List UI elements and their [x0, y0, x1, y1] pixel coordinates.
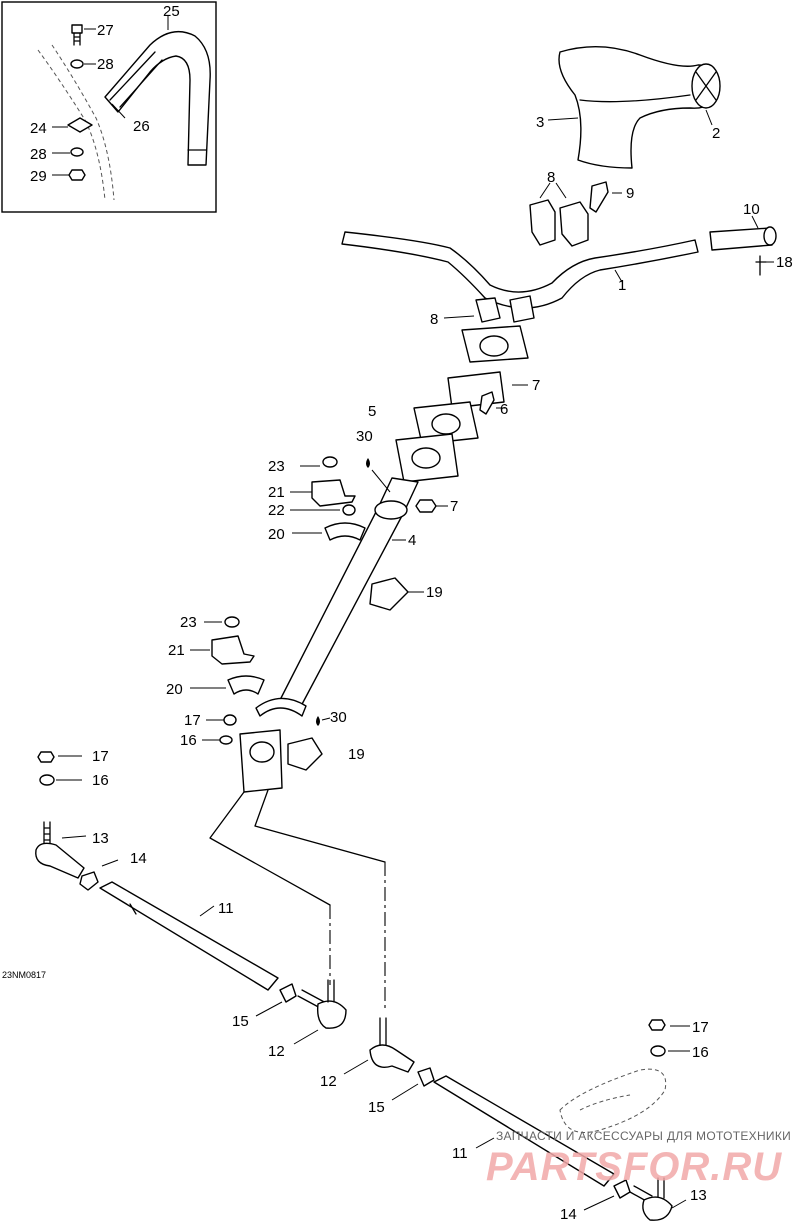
tie-rod-11-left	[99, 881, 279, 991]
callout-11-left: 11	[218, 900, 234, 917]
callout-11-right: 11	[452, 1145, 468, 1162]
tie-rod-end-12-left	[316, 1000, 347, 1029]
callout-21-lower: 21	[168, 642, 185, 659]
callout-8-bottom: 8	[430, 311, 438, 328]
clamp-21-upper	[311, 479, 356, 507]
nut-23-lower	[224, 616, 240, 628]
nut-23-upper	[322, 456, 338, 468]
callout-4: 4	[408, 532, 416, 549]
callout-16-mid: 16	[180, 732, 197, 749]
callout-17-left: 17	[92, 748, 109, 765]
callout-23-upper: 23	[268, 458, 285, 475]
callout-2: 2	[712, 125, 720, 142]
callout-20-upper: 20	[268, 526, 285, 543]
callout-18: 18	[776, 254, 793, 271]
callout-15-left: 15	[232, 1013, 249, 1030]
grip	[709, 227, 773, 251]
callout-1: 1	[618, 277, 626, 294]
callout-24: 24	[30, 120, 47, 137]
callout-12-right: 12	[320, 1073, 337, 1090]
callout-12-left: 12	[268, 1043, 285, 1060]
bushing-19-lower	[287, 737, 323, 771]
callout-5: 5	[368, 403, 376, 420]
watermark-logo: PARTSFOR.RU	[486, 1145, 782, 1189]
callout-25: 25	[163, 3, 180, 20]
clamp-21-lower	[211, 635, 255, 665]
callout-19-lower: 19	[348, 746, 365, 763]
callout-15-right: 15	[368, 1099, 385, 1116]
callout-14-right: 14	[560, 1206, 577, 1223]
callout-28-top: 28	[97, 56, 114, 73]
callout-29: 29	[30, 168, 47, 185]
upper-clamps	[529, 181, 622, 247]
callout-6: 6	[500, 401, 508, 418]
callout-21-upper: 21	[268, 484, 285, 501]
clamp-24	[67, 117, 93, 133]
callout-27: 27	[97, 22, 114, 39]
watermark: ЗАПЧАСТИ И АКСЕССУАРЫ ДЛЯ МОТОТЕХНИКИ PA…	[486, 1129, 791, 1189]
lower-bushing-set	[190, 616, 331, 793]
callout-7-lower: 7	[450, 498, 458, 515]
bushing-20-lower	[227, 675, 265, 695]
right-tie-rod	[343, 1017, 690, 1221]
callout-30-lower: 30	[330, 709, 347, 726]
callout-13-right: 13	[690, 1187, 707, 1204]
callout-14-left: 14	[130, 850, 147, 867]
watermark-caption: ЗАПЧАСТИ И АКСЕССУАРЫ ДЛЯ МОТОТЕХНИКИ	[496, 1129, 791, 1143]
handlebar	[341, 215, 777, 309]
callout-22: 22	[268, 502, 285, 519]
bolt-9	[589, 181, 609, 213]
nut-7	[415, 499, 437, 513]
callout-16-left: 16	[92, 772, 109, 789]
steering-arm	[209, 789, 386, 1010]
callout-30-upper: 30	[356, 428, 373, 445]
callout-labels: 25 27 28 24 26 28 29 3 2 8 9 10 18 1 8 7…	[30, 3, 793, 1223]
bolt-27	[71, 24, 83, 46]
tie-rod-end-13-right	[642, 1196, 673, 1221]
callout-17-mid: 17	[184, 712, 201, 729]
washer-28-upper	[70, 59, 84, 69]
callout-3: 3	[536, 114, 544, 131]
tie-rod-end-13-left	[35, 842, 85, 879]
callout-16-right: 16	[692, 1044, 709, 1061]
lubricant-drop-upper	[366, 458, 370, 468]
callout-7-upper: 7	[532, 377, 540, 394]
callout-9: 9	[626, 185, 634, 202]
diagram-code: 23NM0817	[2, 970, 46, 980]
callout-23-lower: 23	[180, 614, 197, 631]
upper-bushing-set	[290, 456, 424, 611]
callout-26: 26	[133, 118, 150, 135]
pin-18	[755, 255, 767, 276]
callout-19-upper: 19	[426, 584, 443, 601]
column-upper-assembly	[395, 295, 535, 513]
bushing-20-upper	[324, 522, 366, 541]
handlebar-pad	[104, 30, 211, 166]
tie-rod-end-12-right	[369, 1044, 415, 1073]
washer-28-lower	[70, 147, 84, 157]
callout-8-top: 8	[547, 169, 555, 186]
callout-28-bottom: 28	[30, 146, 47, 163]
tie-rod-11-right	[433, 1075, 615, 1187]
inset-detail	[1, 1, 217, 213]
callout-17-right: 17	[692, 1019, 709, 1036]
callout-20-lower: 20	[166, 681, 183, 698]
lubricant-drop-lower	[316, 716, 320, 726]
nut-29	[68, 169, 86, 181]
left-tie-rod	[35, 751, 347, 1045]
callout-10: 10	[743, 201, 760, 218]
callout-13-left: 13	[92, 830, 109, 847]
handlebar-cover	[547, 46, 721, 169]
bushing-19-upper	[369, 577, 409, 611]
